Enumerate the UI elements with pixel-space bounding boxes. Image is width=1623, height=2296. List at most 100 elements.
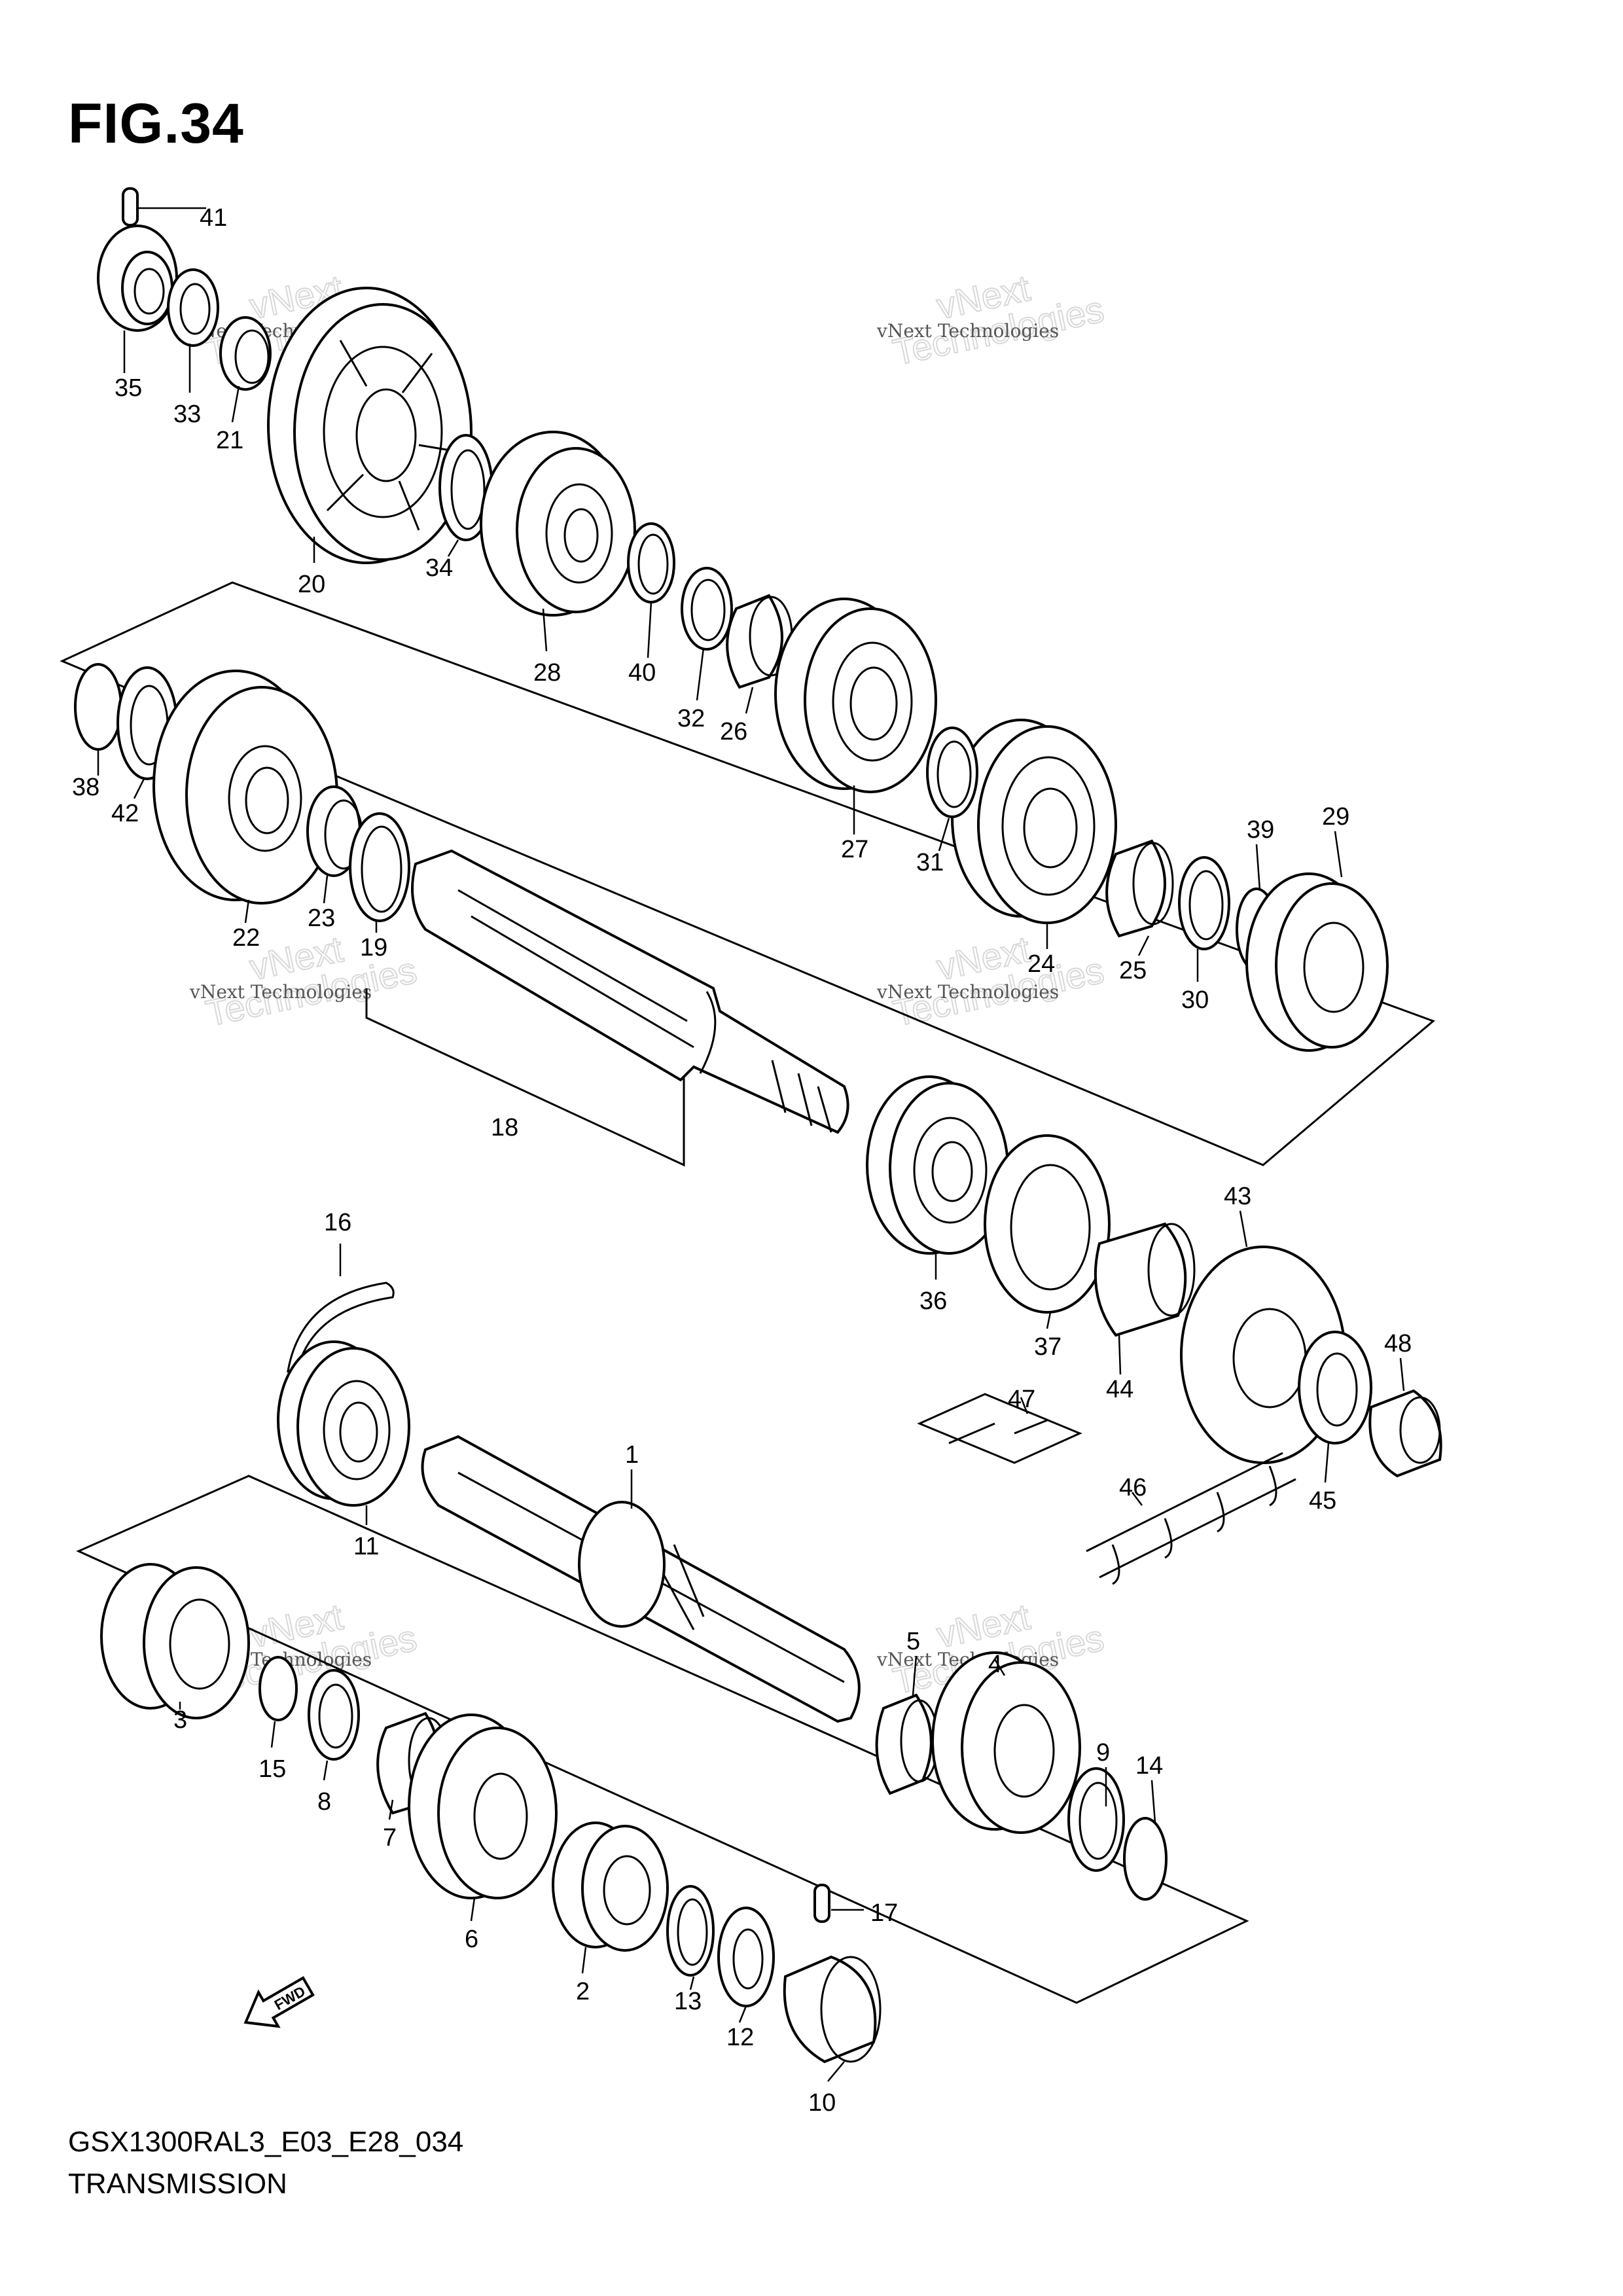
- callout-34: 34: [425, 554, 453, 582]
- watermark-small-text: vNext Technologies: [876, 320, 1059, 342]
- callout-28: 28: [533, 659, 561, 687]
- driveshaft-assembly-frame: [76, 1475, 1249, 2004]
- washer-30: [1178, 856, 1230, 950]
- callout-1: 1: [625, 1441, 639, 1469]
- circlip-40: [627, 522, 675, 603]
- callout-43: 43: [1224, 1183, 1251, 1210]
- callout-44: 44: [1106, 1376, 1133, 1403]
- bearing-11: [277, 1340, 410, 1507]
- washer-33: [167, 268, 219, 347]
- callout-40: 40: [628, 659, 656, 687]
- callout-25: 25: [1119, 957, 1147, 984]
- callout-32: 32: [677, 705, 705, 732]
- callout-18: 18: [491, 1114, 518, 1141]
- gear-27: [774, 598, 937, 793]
- callout-6: 6: [465, 1926, 478, 1953]
- callout-11: 11: [353, 1533, 379, 1560]
- washer-32: [681, 567, 733, 651]
- callout-10: 10: [808, 2089, 836, 2117]
- callout-5: 5: [906, 1628, 920, 1655]
- circlip-14: [1123, 1817, 1168, 1901]
- washer-8: [308, 1669, 360, 1761]
- callout-labels: 41 35 33 21 20 34 28 40 32 26 27 31 24 2…: [72, 204, 1412, 2117]
- bushing-5: [875, 1693, 939, 1795]
- nut-48: [1368, 1389, 1442, 1478]
- gear-24: [951, 719, 1117, 924]
- gear-4: [931, 1651, 1081, 1834]
- bearing-19: [349, 812, 410, 922]
- callout-47: 47: [1008, 1386, 1035, 1413]
- callout-20: 20: [298, 571, 325, 598]
- washer-13: [666, 1885, 715, 1977]
- callout-8: 8: [317, 1788, 331, 1816]
- bushing-21: [219, 316, 272, 391]
- bearing-25: [1105, 839, 1174, 938]
- circlip-15: [259, 1656, 298, 1721]
- callout-4: 4: [988, 1651, 1002, 1678]
- callout-37: 37: [1034, 1333, 1061, 1361]
- watermark-small-text: vNext Technologies: [189, 981, 372, 1003]
- callout-30: 30: [1181, 986, 1209, 1014]
- callout-27: 27: [841, 836, 868, 863]
- callout-13: 13: [674, 1988, 702, 2015]
- callout-22: 22: [232, 924, 260, 952]
- shaft-18-bracket: [365, 988, 685, 1167]
- chain-46: [1086, 1452, 1296, 1585]
- countershaft-assembly-frame: [60, 581, 1435, 1166]
- circlip-16: [287, 1282, 395, 1373]
- washer-31: [926, 726, 978, 818]
- diagram-code: GSX1300RAL3_E03_E28_034: [68, 2126, 464, 2158]
- leader-lines: [97, 207, 1405, 2082]
- circlip-38: [74, 663, 122, 751]
- callout-15: 15: [259, 1755, 286, 1783]
- callout-9: 9: [1096, 1739, 1110, 1767]
- bearing-26: [726, 594, 793, 689]
- callout-24: 24: [1027, 950, 1055, 978]
- gear-22: [152, 670, 338, 905]
- chain-joint-kit-47: [917, 1393, 1082, 1464]
- fwd-arrow-icon: FWD: [243, 1976, 315, 2028]
- callout-19: 19: [360, 934, 387, 961]
- callout-3: 3: [173, 1706, 187, 1734]
- gear-2: [552, 1821, 669, 1952]
- watermark-small-text: vNext Technologies: [876, 981, 1059, 1003]
- callout-17: 17: [870, 1899, 898, 1927]
- callout-7: 7: [383, 1824, 397, 1852]
- callout-42: 42: [111, 800, 139, 827]
- gear-20: [267, 287, 473, 564]
- callout-23: 23: [308, 905, 335, 932]
- callout-16: 16: [324, 1209, 351, 1236]
- callout-46: 46: [1119, 1474, 1147, 1501]
- gear-3: [100, 1563, 250, 1719]
- callout-48: 48: [1384, 1330, 1412, 1357]
- callout-12: 12: [726, 2024, 754, 2051]
- collar-35: [97, 224, 178, 332]
- washer-45: [1298, 1331, 1372, 1444]
- gear-6: [408, 1713, 558, 1899]
- callout-14: 14: [1135, 1752, 1163, 1780]
- bearing-36: [866, 1075, 1009, 1255]
- callout-45: 45: [1309, 1487, 1336, 1515]
- callout-26: 26: [720, 718, 747, 745]
- figure-title: FIG.34: [68, 92, 244, 155]
- callout-21: 21: [216, 427, 243, 454]
- callout-35: 35: [115, 374, 142, 402]
- pin-41: [122, 187, 139, 226]
- seal-37: [984, 1134, 1111, 1314]
- oil-seal-12: [717, 1907, 775, 2007]
- callout-36: 36: [919, 1287, 947, 1315]
- callout-38: 38: [72, 774, 99, 801]
- countershaft-18: [411, 849, 849, 1134]
- pin-17: [813, 1884, 830, 1923]
- washer-9: [1067, 1767, 1125, 1872]
- gear-1-teeth: [578, 1501, 666, 1628]
- callout-41: 41: [200, 204, 227, 232]
- spacer-44: [1094, 1222, 1196, 1337]
- gear-29: [1245, 872, 1389, 1052]
- gear-28: [480, 431, 636, 617]
- callout-31: 31: [916, 849, 944, 876]
- callout-39: 39: [1247, 816, 1274, 844]
- collar-10: [783, 1955, 882, 2064]
- callout-33: 33: [173, 401, 201, 428]
